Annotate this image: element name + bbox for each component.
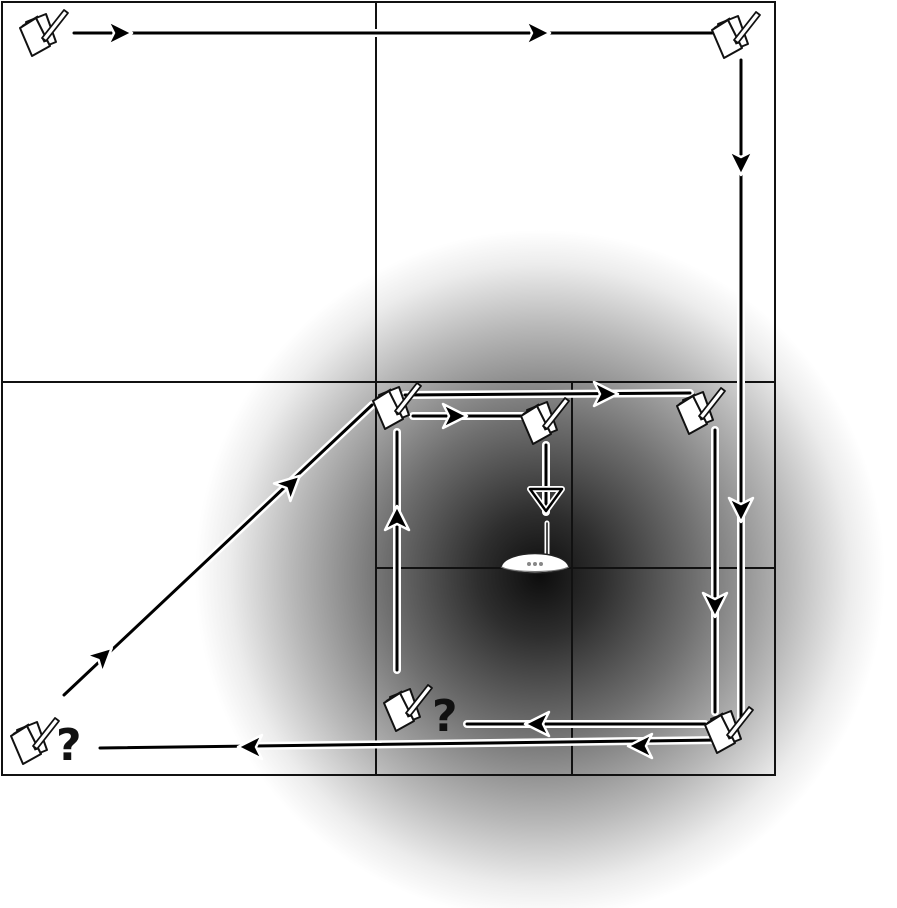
unknown-marker-inner: ? bbox=[432, 691, 458, 742]
arrow-down-outline-icon bbox=[527, 486, 565, 514]
direction-arrows bbox=[84, 19, 755, 761]
floor-grid bbox=[1, 1, 776, 776]
wireless-router-icon bbox=[500, 520, 570, 574]
unknown-marker-outer: ? bbox=[56, 720, 82, 771]
survey-paths bbox=[60, 29, 745, 752]
